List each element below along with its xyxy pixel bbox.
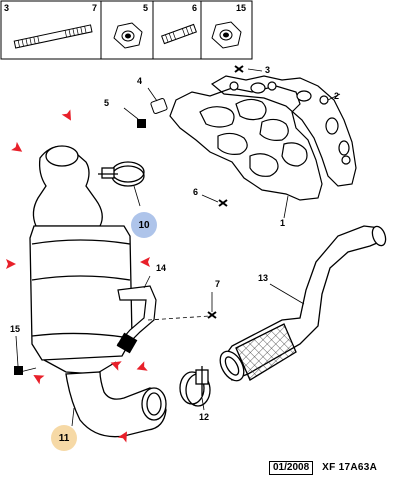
- clamp-upper: [98, 161, 145, 187]
- clamp-lower: [179, 366, 211, 407]
- callout-15: 15: [10, 324, 21, 334]
- table-cell-label-3: 5: [143, 3, 149, 13]
- bracket: [116, 285, 157, 354]
- parts-table: [0, 0, 253, 60]
- table-cell-label-4: 6: [192, 3, 198, 13]
- hex-nut-icon: [211, 21, 242, 49]
- leader-lines: [15, 68, 341, 427]
- callout-6: 6: [193, 187, 199, 197]
- callout-10-highlight: 10: [131, 212, 157, 238]
- catalytic-converter: [29, 145, 133, 375]
- stud-short-icon: [161, 23, 197, 45]
- down-pipe: [65, 371, 167, 438]
- callout-7: 7: [215, 279, 221, 289]
- stud-marker: [14, 366, 23, 375]
- footer-reference: 01/2008 XF 17A63A: [269, 460, 378, 475]
- table-cell-label-2: 7: [92, 3, 98, 13]
- manifold-stud: [123, 87, 168, 128]
- callout-14: 14: [156, 263, 167, 273]
- flexible-pipe: [219, 225, 387, 382]
- footer-code: XF 17A63A: [322, 462, 378, 473]
- table-cell-label-5: 15: [236, 3, 247, 13]
- callout-5: 5: [104, 98, 110, 108]
- callout-4: 4: [137, 76, 143, 86]
- flange-nut-icon: [113, 22, 143, 49]
- callout-11-highlight: 11: [51, 425, 77, 451]
- callout-2: 2: [334, 91, 340, 101]
- footer-date: 01/2008: [269, 460, 314, 475]
- table-cell-label-1: 3: [4, 3, 10, 13]
- callout-13: 13: [258, 273, 269, 283]
- stud-long-icon: [13, 24, 93, 49]
- cross-markers: [207, 65, 244, 319]
- callout-3: 3: [265, 65, 271, 75]
- callout-12: 12: [199, 412, 210, 422]
- callout-1: 1: [280, 218, 286, 228]
- exhaust-manifold: [169, 75, 357, 201]
